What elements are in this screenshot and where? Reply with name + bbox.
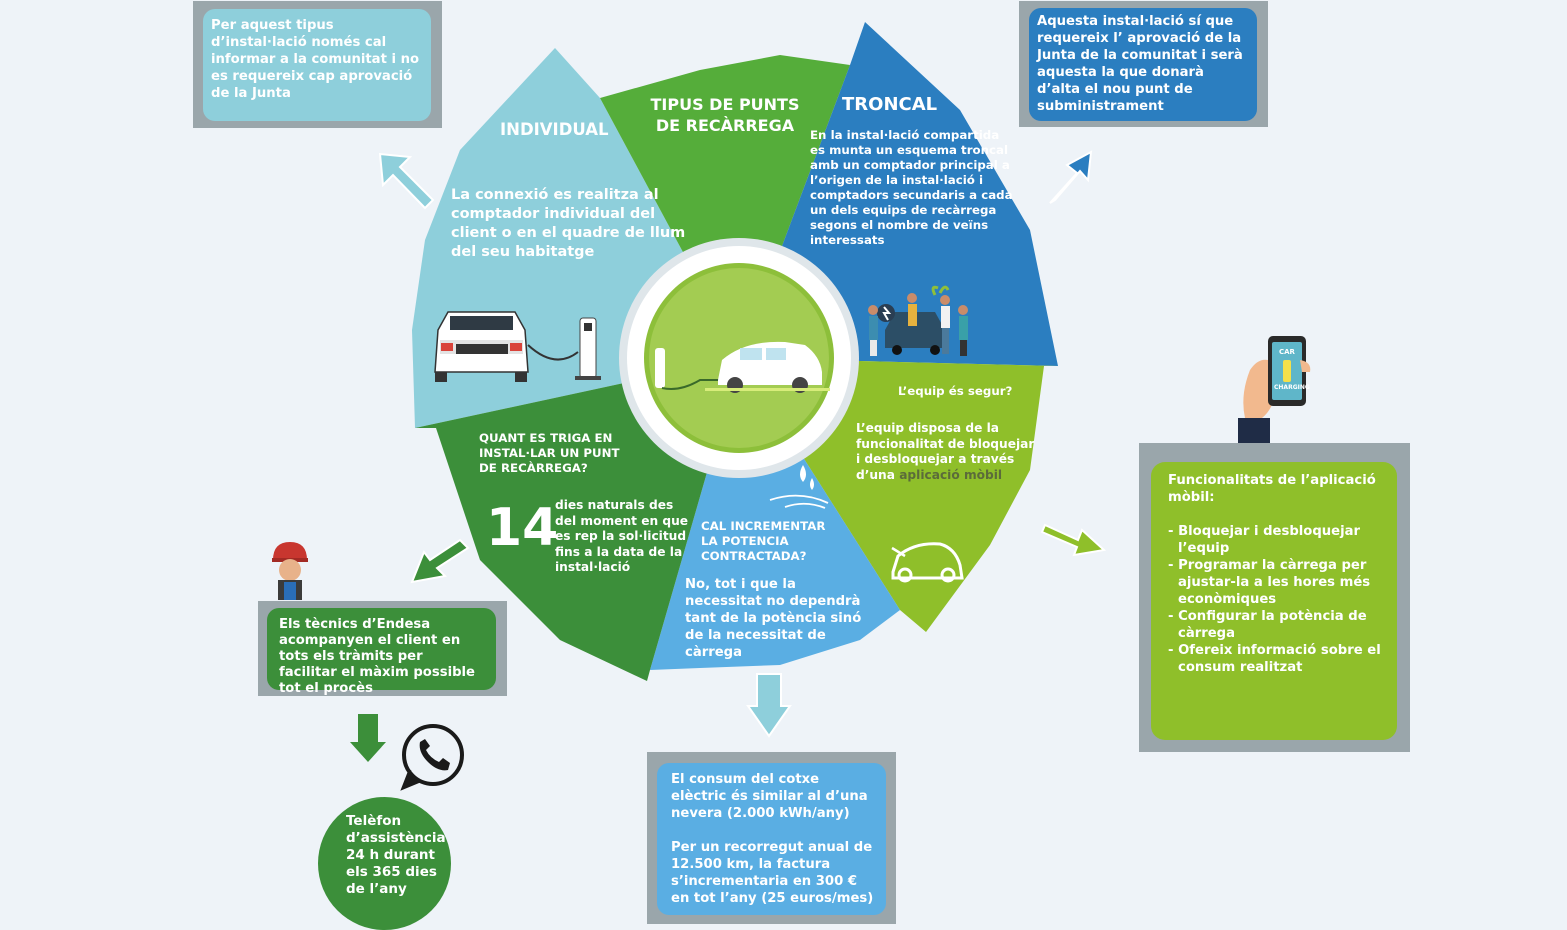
feature-item: - Configurar la potència de càrrega xyxy=(1168,609,1367,641)
troncal-people-icon xyxy=(868,285,968,356)
power-answer: No, tot i que la necessitat no dependrà … xyxy=(685,577,862,660)
install-days-number: 14 xyxy=(486,498,559,558)
phone-screen-top: CAR xyxy=(1279,348,1295,356)
technicians-note: Els tècnics d’Endesa acompanyen el clien… xyxy=(267,608,496,696)
phone-screen-bottom: CHARGING xyxy=(1274,384,1310,391)
arrow-to-troncal-note xyxy=(1049,150,1093,204)
wedge-tipus xyxy=(600,55,850,358)
phone-app-icon xyxy=(1238,336,1311,444)
water-drop-icon xyxy=(769,465,829,509)
safety-question: L’equip és segur? xyxy=(898,384,1013,398)
individual-note-text: Per aquest tipus d’instal·lació només ca… xyxy=(211,18,420,101)
technicians-note-text: Els tècnics d’Endesa acompanyen el clien… xyxy=(279,617,475,696)
individual-note: Per aquest tipus d’instal·lació només ca… xyxy=(203,9,431,121)
power-note-cost: Per un recorregut anual de 12.500 km, la… xyxy=(671,840,874,906)
arrow-to-phone xyxy=(350,714,386,762)
individual-title: INDIVIDUAL xyxy=(500,120,609,139)
safety-answer-text: L’equip disposa de la funcionalitat de b… xyxy=(856,421,1035,482)
whatsapp-icon xyxy=(400,724,464,791)
wedge-power xyxy=(650,358,900,670)
arrow-to-technicians xyxy=(410,538,470,584)
troncal-note-text: Aquesta instal·lació sí que requereix l’… xyxy=(1037,14,1243,114)
safety-answer: L’equip disposa de la funcionalitat de b… xyxy=(856,421,1038,483)
install-question: QUANT ES TRIGA EN INSTAL·LAR UN PUNT DE … xyxy=(479,431,620,475)
feature-item: - Programar la càrrega per ajustar-la a … xyxy=(1168,558,1371,607)
assistance-circle xyxy=(318,797,451,930)
arrow-to-individual-note xyxy=(378,152,435,210)
safety-car-icon xyxy=(891,542,964,583)
mobile-app-highlight: aplicació mòbil xyxy=(899,467,1003,482)
troncal-title: TRONCAL xyxy=(842,94,938,115)
technician-icon xyxy=(272,542,308,600)
individual-car-icon xyxy=(434,311,601,382)
individual-description: La connexió es realitza al comptador ind… xyxy=(451,187,686,260)
troncal-note: Aquesta instal·lació sí que requereix l’… xyxy=(1029,8,1257,121)
center-title: TIPUS DE PUNTS DE RECÀRREGA xyxy=(650,95,800,135)
center-car-icon xyxy=(655,341,830,393)
power-note-consumption: El consum del cotxe elèctric és similar … xyxy=(671,772,868,821)
assistance-text: Telèfon d’assistència 24 h durant els 36… xyxy=(346,813,446,897)
troncal-description: En la instal·lació compartida es munta u… xyxy=(810,128,1013,247)
power-question: CAL INCREMENTAR LA POTENCIA CONTRACTADA? xyxy=(701,519,826,563)
features-title: Funcionalitats de l’aplicació mòbil: xyxy=(1168,473,1376,505)
feature-item: - Bloquejar i desbloquejar l’equip xyxy=(1168,524,1361,556)
arrow-to-power-note xyxy=(746,673,792,738)
power-note: El consum del cotxe elèctric és similar … xyxy=(657,763,886,915)
features-box: Funcionalitats de l’aplicació mòbil: - B… xyxy=(1151,462,1397,740)
arrow-to-features xyxy=(1040,523,1107,557)
feature-item: - Ofereix informació sobre el consum rea… xyxy=(1168,643,1381,675)
install-answer: dies naturals des del moment en que es r… xyxy=(555,498,689,574)
